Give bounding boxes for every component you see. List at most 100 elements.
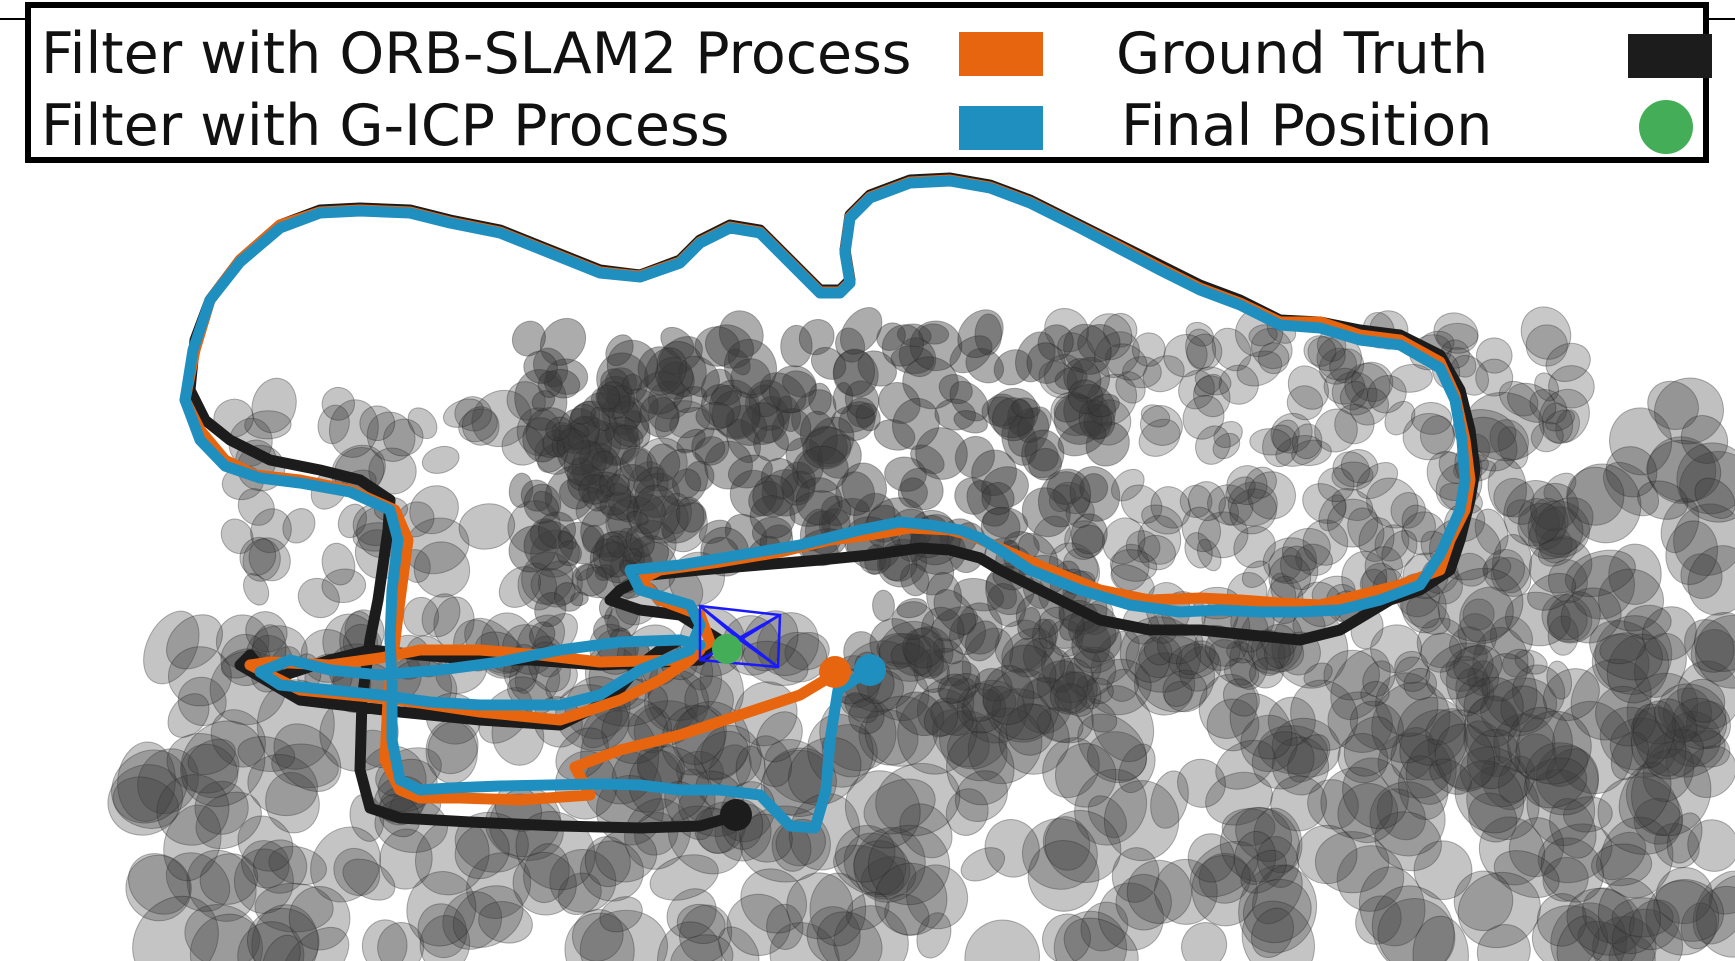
map-ellipsoid (1073, 646, 1116, 674)
map-ellipsoid (704, 440, 753, 490)
map-ellipsoid (1053, 393, 1089, 423)
map-ellipsoid (1163, 334, 1208, 378)
map-ellipsoid (760, 457, 799, 500)
map-ellipsoid (1646, 728, 1704, 780)
map-ellipsoid (1044, 307, 1089, 353)
map-ellipsoid (961, 688, 1002, 722)
map-ellipsoid (1001, 627, 1054, 674)
map-ellipsoid (905, 864, 969, 930)
map-ellipsoid (1637, 480, 1689, 520)
map-ellipsoid (1377, 898, 1456, 961)
legend-label-ground-truth: Ground Truth (1116, 21, 1489, 87)
map-ellipsoid (1005, 703, 1055, 756)
map-ellipsoid (567, 464, 606, 503)
map-ellipsoid (1547, 615, 1579, 656)
map-ellipsoid (1184, 532, 1213, 569)
map-ellipsoid (1181, 922, 1228, 961)
map-ellipsoid (748, 480, 785, 517)
map-ellipsoid (601, 394, 641, 436)
map-ellipsoid (251, 904, 319, 961)
map-ellipsoid (1248, 324, 1278, 347)
map-ellipsoid (1681, 678, 1726, 723)
map-ellipsoid (107, 764, 184, 836)
map-ellipsoid (112, 776, 179, 829)
map-ellipsoid (1256, 835, 1300, 889)
map-ellipsoid (1240, 714, 1298, 773)
map-ellipsoid (1647, 436, 1717, 504)
map-ellipsoid (517, 562, 558, 611)
map-ellipsoid (1064, 520, 1104, 560)
map-ellipsoid (670, 934, 734, 961)
map-ellipsoid (187, 738, 236, 776)
map-ellipsoid (1001, 415, 1038, 466)
map-ellipsoid (606, 473, 630, 496)
map-ellipsoid (1551, 700, 1634, 795)
map-ellipsoid (1215, 739, 1276, 790)
map-ellipsoid (1453, 644, 1503, 687)
map-ellipsoid (545, 416, 572, 442)
map-ellipsoid (1016, 676, 1072, 734)
map-ellipsoid (1070, 513, 1108, 555)
map-ellipsoid (1566, 887, 1644, 956)
map-ellipsoid (916, 912, 952, 959)
map-ellipsoid (897, 687, 978, 775)
map-ellipsoid (1468, 792, 1518, 843)
map-ellipsoid (660, 326, 695, 359)
map-ellipsoid (594, 564, 615, 581)
map-ellipsoid (533, 347, 568, 388)
map-ellipsoid (1337, 782, 1399, 844)
map-ellipsoid (1142, 355, 1185, 393)
map-ellipsoid (1687, 545, 1735, 616)
map-ellipsoid (250, 508, 292, 554)
map-ellipsoid (1694, 612, 1735, 672)
map-ellipsoid (1655, 867, 1713, 925)
map-ellipsoid (1666, 812, 1703, 864)
map-ellipsoid (1390, 492, 1426, 529)
map-ellipsoid (1168, 643, 1220, 680)
map-ellipsoid (903, 626, 954, 678)
map-ellipsoid (1546, 591, 1601, 644)
map-ellipsoid (974, 313, 1003, 356)
map-ellipsoid (1540, 837, 1604, 903)
map-ellipsoid (988, 387, 1039, 439)
map-ellipsoid (531, 390, 556, 412)
map-ellipsoid (1401, 504, 1436, 543)
map-ellipsoid (1065, 648, 1117, 698)
map-ellipsoid (1270, 775, 1327, 832)
map-ellipsoid (1708, 874, 1735, 915)
map-ellipsoid (1493, 477, 1535, 518)
map-ellipsoid (549, 848, 617, 913)
map-ellipsoid (900, 467, 944, 511)
map-ellipsoid (656, 448, 709, 507)
map-ellipsoid (853, 840, 911, 896)
map-ellipsoid (421, 445, 460, 474)
map-ellipsoid (873, 419, 916, 451)
map-ellipsoid (1506, 499, 1538, 525)
map-ellipsoid (584, 836, 631, 888)
map-ellipsoid (1526, 768, 1596, 847)
map-ellipsoid (1334, 403, 1375, 445)
map-ellipsoid (555, 727, 609, 781)
map-ellipsoid (967, 707, 1043, 785)
map-ellipsoid (1530, 421, 1564, 453)
map-ellipsoid (1059, 645, 1102, 689)
map-ellipsoid (769, 922, 840, 961)
map-ellipsoid (1120, 484, 1163, 524)
map-ellipsoid (1515, 710, 1592, 785)
map-ellipsoid (1520, 306, 1572, 360)
map-ellipsoid (321, 542, 356, 586)
map-ellipsoid (657, 921, 723, 961)
map-ellipsoid (1528, 497, 1594, 560)
map-ellipsoid (1439, 660, 1478, 692)
map-ellipsoid (759, 372, 807, 414)
map-ellipsoid (1016, 406, 1052, 443)
map-ellipsoid (1063, 917, 1139, 961)
map-ellipsoid (1563, 796, 1613, 833)
map-ellipsoid (1087, 795, 1128, 839)
map-ellipsoid (1286, 385, 1324, 421)
map-ellipsoid (1503, 480, 1566, 547)
map-ellipsoid (1194, 373, 1223, 397)
map-ellipsoid (1102, 517, 1146, 565)
map-ellipsoid (571, 909, 624, 961)
map-ellipsoid (1349, 700, 1404, 751)
